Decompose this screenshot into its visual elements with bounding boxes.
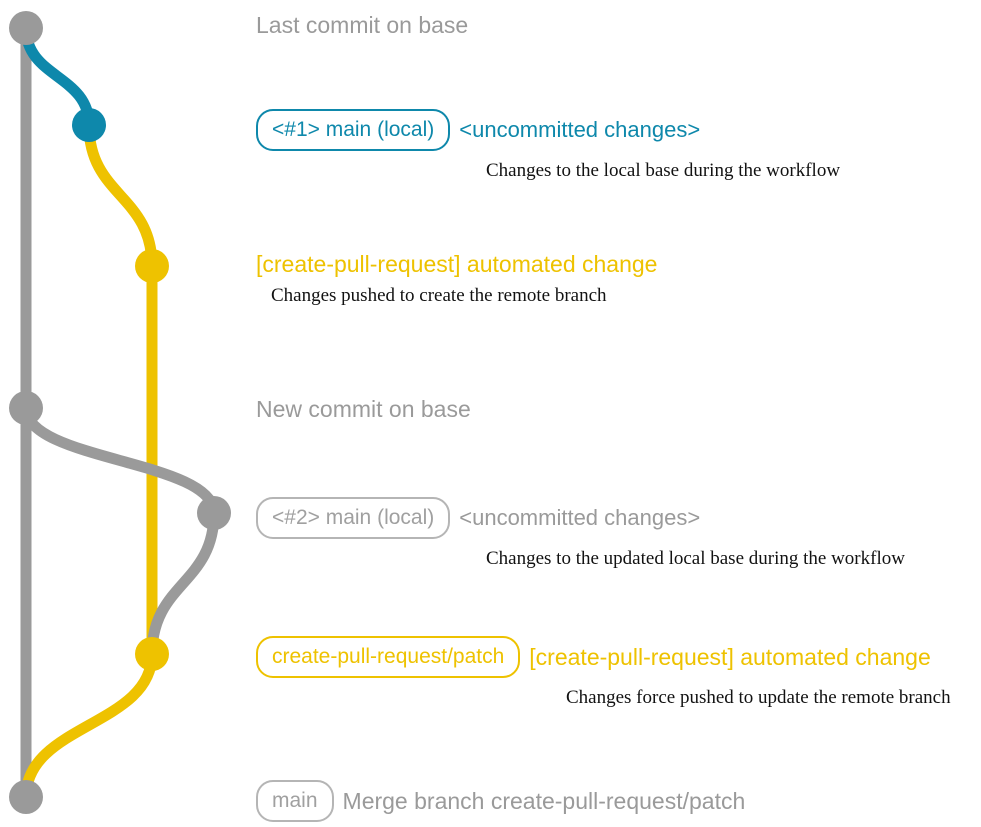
commit-node-base-head[interactable] [9, 11, 43, 45]
branch-pill-main[interactable]: main [256, 780, 334, 822]
commit-detail-local-change-1: Changes to the local base during the wor… [486, 160, 841, 181]
commit-row-remote-push-2: create-pull-request/patch [create-pull-r… [256, 636, 951, 709]
commit-row-main: create-pull-request/patch [create-pull-r… [256, 636, 931, 678]
commit-row-main: main Merge branch create-pull-request/pa… [256, 780, 745, 822]
commit-node-local-2[interactable] [197, 496, 231, 530]
commit-detail-local-change-2: Changes to the updated local base during… [486, 548, 905, 569]
commit-row-local-change-2: <#2> main (local) <uncommitted changes> … [256, 497, 905, 570]
commit-node-base-merge[interactable] [9, 780, 43, 814]
commit-row-merge-commit: main Merge branch create-pull-request/pa… [256, 780, 745, 822]
commit-subject-last-commit-on-base: Last commit on base [256, 12, 469, 38]
branch-pill-main-local-1[interactable]: <#1> main (local) [256, 109, 451, 151]
commit-subject-remote-push-2: [create-pull-request] automated change [529, 643, 931, 670]
edge-remote-2-to-merge [20, 648, 158, 803]
commit-subject-local-change-2: <uncommitted changes> [459, 505, 701, 530]
commit-row-local-change-1: <#1> main (local) <uncommitted changes> … [256, 109, 840, 182]
commit-row-remote-push-1: [create-pull-request] automated change C… [256, 253, 657, 307]
commit-subject-local-change-1: <uncommitted changes> [459, 117, 701, 142]
commit-row-main: <#2> main (local) <uncommitted changes> [256, 497, 700, 539]
branch-pill-create-pull-request-patch[interactable]: create-pull-request/patch [256, 636, 521, 678]
edge-local-2-to-remote-2 [146, 507, 220, 660]
edge-base-new-to-local-2 [20, 402, 220, 519]
commit-node-local-1[interactable] [72, 108, 106, 142]
commit-row-main: <#1> main (local) <uncommitted changes> [256, 109, 700, 151]
commit-detail-remote-push-2: Changes force pushed to update the remot… [566, 687, 951, 708]
commit-node-remote-2[interactable] [135, 637, 169, 671]
commit-subject-remote-push-1: [create-pull-request] automated change [256, 251, 658, 277]
commit-detail-remote-push-1: Changes pushed to create the remote bran… [271, 285, 607, 306]
commit-row-main: [create-pull-request] automated change [256, 253, 657, 276]
commit-node-base-new[interactable] [9, 391, 43, 425]
commit-subject-new-commit-on-base: New commit on base [256, 396, 471, 422]
branch-pill-main-local-2[interactable]: <#2> main (local) [256, 497, 451, 539]
commit-subject-merge-commit: Merge branch create-pull-request/patch [342, 787, 746, 814]
edge-local-1-to-remote-1 [83, 119, 158, 272]
commit-node-remote-1[interactable] [135, 249, 169, 283]
